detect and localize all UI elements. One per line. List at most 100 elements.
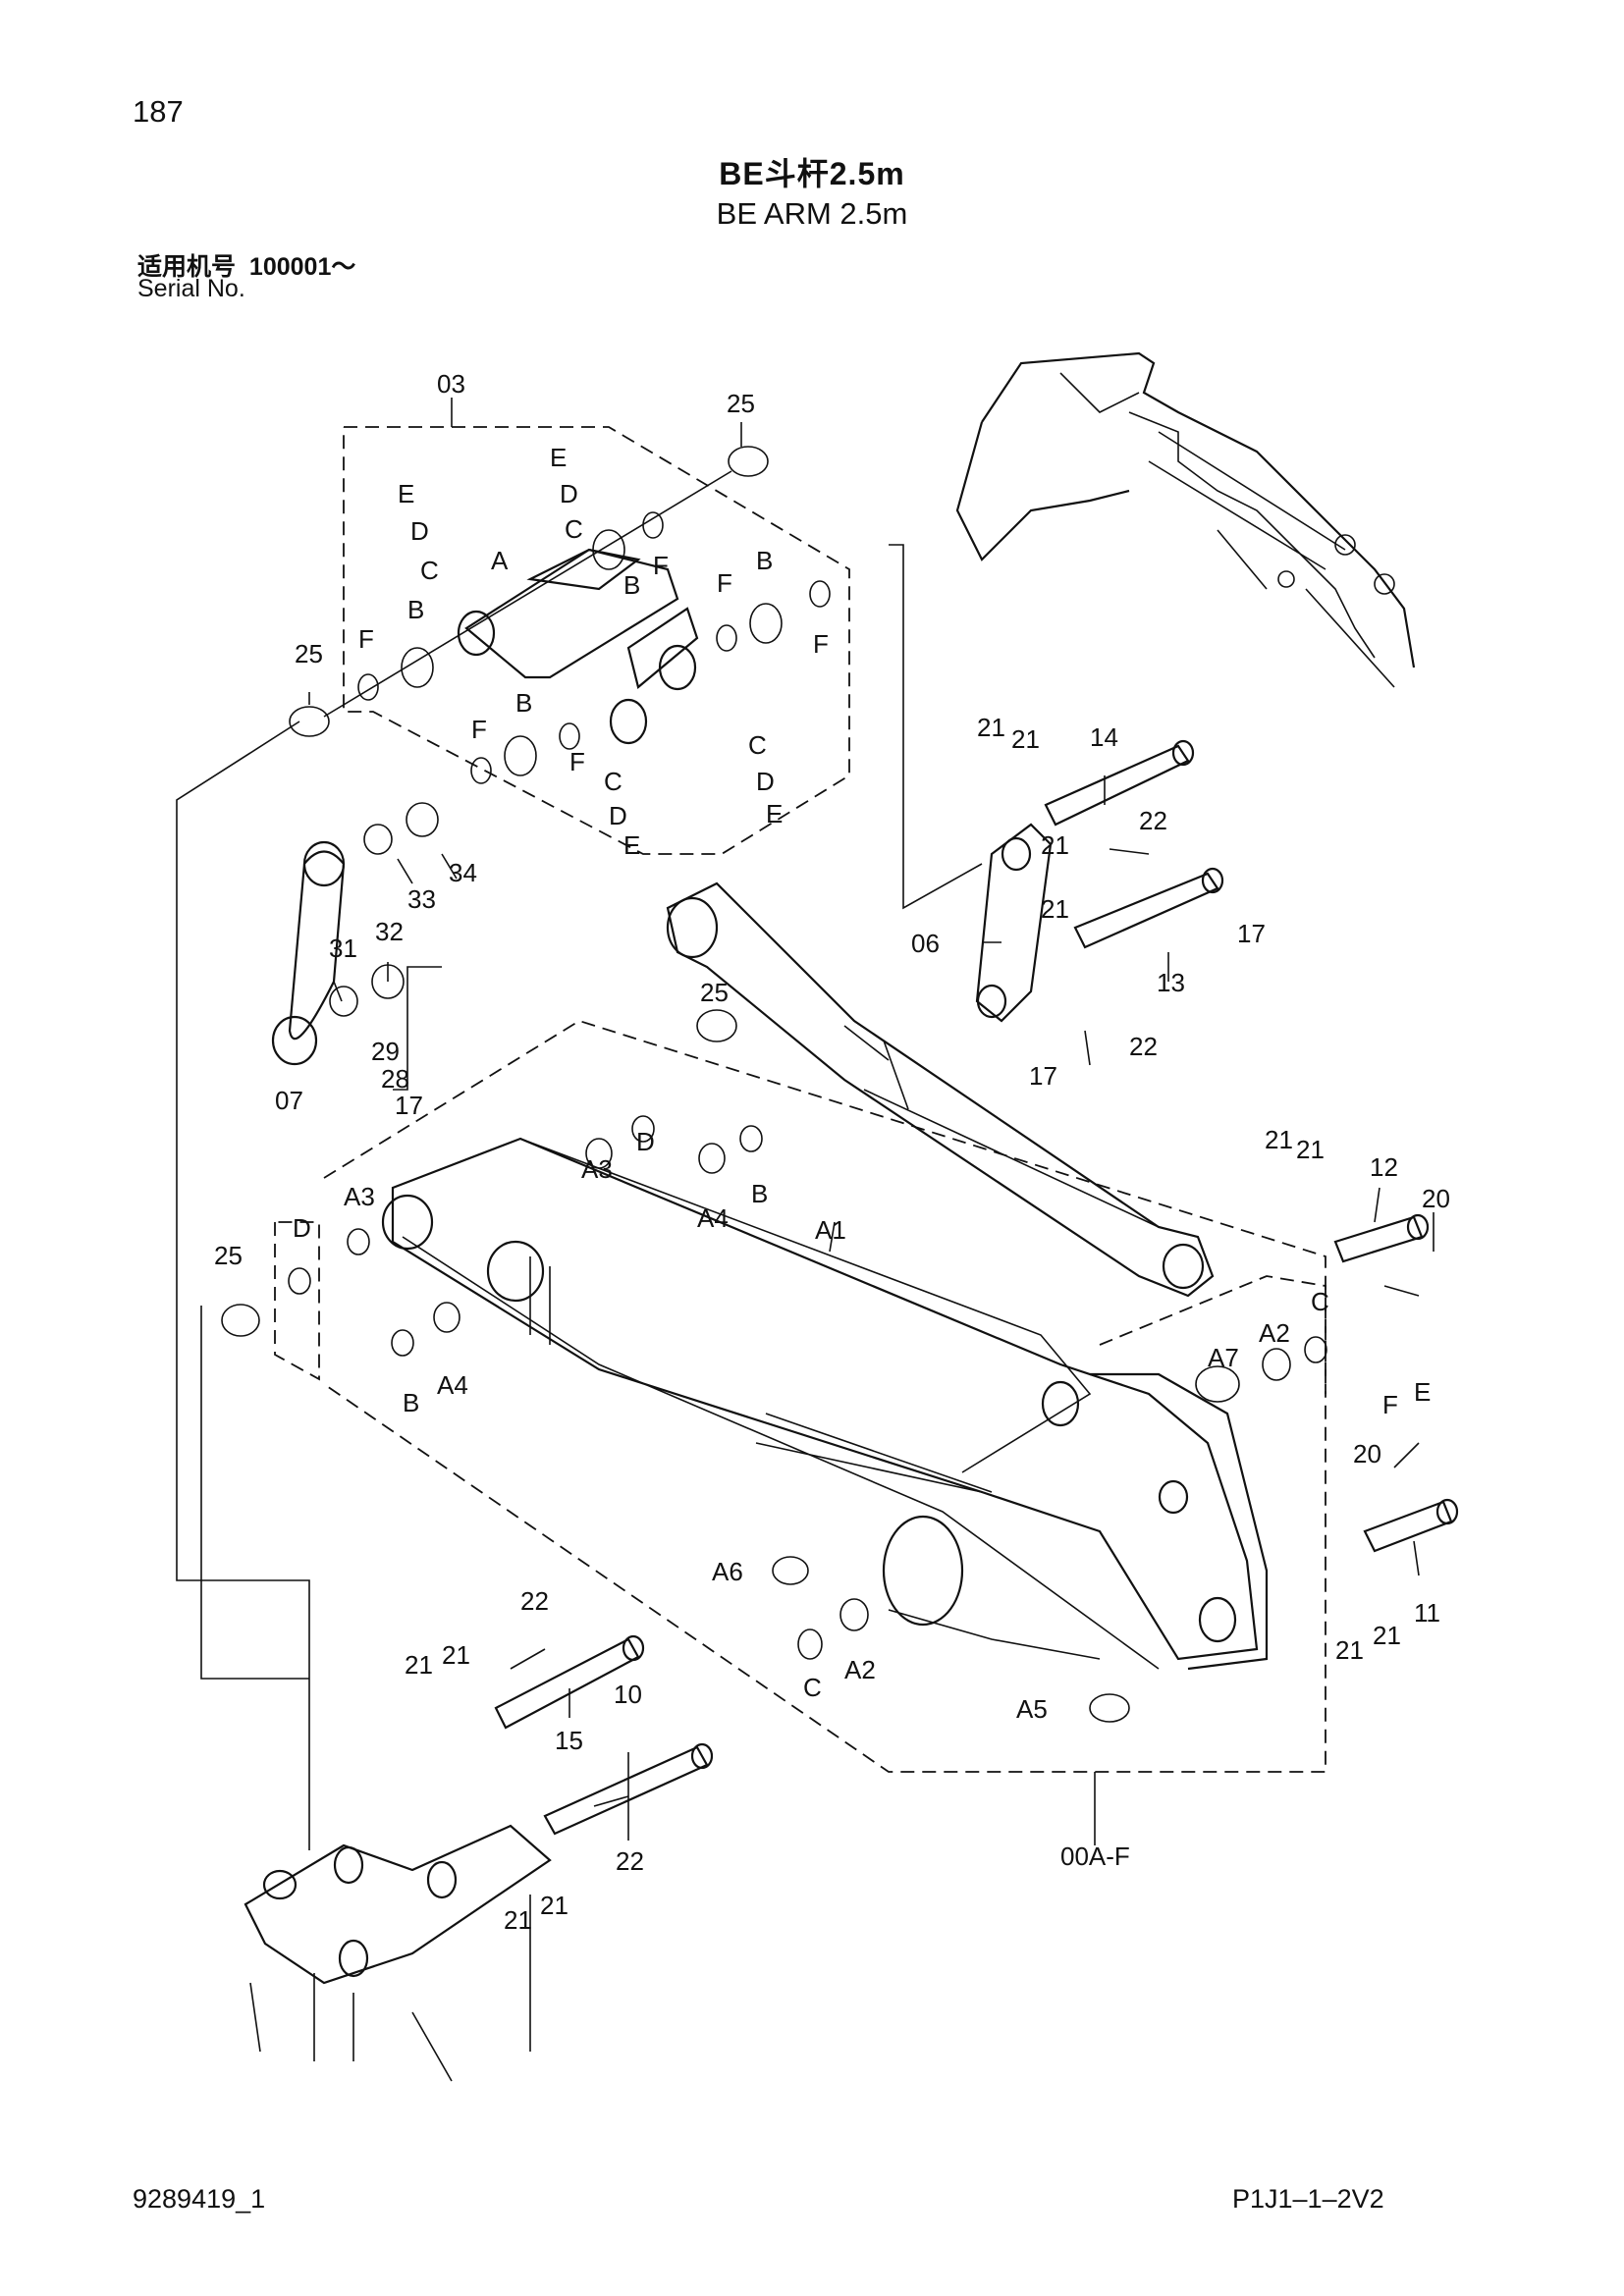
- label-c: C: [1311, 1287, 1329, 1316]
- page-code: P1J1–1–2V2: [1232, 2184, 1384, 2214]
- label-21: 21: [1011, 724, 1040, 754]
- arm-assembly-boundary-00AF: [323, 1020, 1326, 1773]
- label-e: E: [623, 830, 640, 860]
- label-03: 03: [437, 369, 465, 399]
- label-33: 33: [407, 884, 436, 914]
- label-25: 25: [700, 978, 729, 1007]
- arm-pin-box: [274, 1221, 320, 1381]
- label-c: C: [565, 514, 583, 544]
- label-f: F: [471, 715, 487, 744]
- ref-line-lower-left: [200, 1306, 309, 1680]
- label-e: E: [398, 479, 414, 508]
- bucket-cylinder: [666, 881, 1215, 1298]
- label-f: F: [653, 551, 669, 580]
- label-20: 20: [1422, 1184, 1450, 1213]
- label-32: 32: [375, 917, 404, 946]
- label-11: 11: [1414, 1598, 1440, 1628]
- label-22: 22: [1129, 1032, 1158, 1061]
- ref-line-link-07: [393, 966, 442, 1091]
- title-chinese: BE斗杆2.5m: [719, 156, 905, 191]
- link-06: [975, 823, 1053, 1023]
- label-21: 21: [504, 1905, 532, 1935]
- arm-bushings: [221, 1009, 1327, 1723]
- arm-tip-box: [1099, 1275, 1326, 1394]
- label-b: B: [751, 1179, 768, 1208]
- label-d: D: [293, 1213, 311, 1243]
- boom-end-view: [244, 1824, 552, 2082]
- page-number: 187: [133, 94, 184, 129]
- label-a1: A1: [815, 1215, 846, 1245]
- label-28: 28: [381, 1064, 409, 1094]
- label-14: 14: [1090, 722, 1118, 752]
- label-29: 29: [371, 1037, 400, 1066]
- label-22: 22: [520, 1586, 549, 1616]
- label-21: 21: [442, 1640, 470, 1670]
- serial-label-english: Serial No.: [137, 275, 245, 302]
- serial-applicable: 适用机号 100001～: [137, 247, 355, 283]
- link-07: [271, 802, 439, 1066]
- label-06: 06: [911, 929, 940, 958]
- label-f: F: [569, 747, 585, 776]
- serial-value: 100001～: [248, 253, 356, 281]
- label-25: 25: [727, 389, 755, 418]
- label-b: B: [623, 570, 640, 600]
- label-b: B: [403, 1388, 419, 1417]
- label-21: 21: [1335, 1635, 1364, 1665]
- label-10: 10: [614, 1680, 642, 1709]
- label-d: D: [609, 801, 627, 830]
- label-17: 17: [1237, 919, 1266, 948]
- label-e: E: [766, 799, 783, 828]
- label-a4: A4: [697, 1203, 729, 1233]
- label-17: 17: [395, 1091, 423, 1120]
- label-d: D: [636, 1127, 655, 1156]
- label-21: 21: [1041, 894, 1069, 924]
- label-a: A: [491, 546, 509, 575]
- label-12: 12: [1370, 1152, 1398, 1182]
- label-c: C: [420, 556, 439, 585]
- label-b: B: [756, 546, 773, 575]
- link-assembly-boundary-03: [343, 426, 850, 855]
- label-f: F: [1382, 1390, 1398, 1419]
- label-a4: A4: [437, 1370, 468, 1400]
- label-d: D: [410, 516, 429, 546]
- label-f: F: [813, 629, 829, 659]
- label-21: 21: [540, 1891, 568, 1920]
- serial-label-chinese: 适用机号: [137, 253, 237, 281]
- label-22: 22: [616, 1846, 644, 1876]
- label-a2: A2: [1259, 1318, 1290, 1348]
- ref-line-left: [176, 721, 310, 1850]
- ref-line-right: [889, 544, 983, 910]
- label-22: 22: [1139, 806, 1167, 835]
- label-a2: A2: [844, 1655, 876, 1684]
- document-number: 9289419_1: [133, 2184, 266, 2214]
- label-f: F: [717, 568, 732, 598]
- label-a3: A3: [344, 1182, 375, 1211]
- arm-body-a1: [381, 1137, 1269, 1671]
- label-21: 21: [1296, 1135, 1325, 1164]
- label-d: D: [560, 479, 578, 508]
- label-25: 25: [214, 1241, 243, 1270]
- label-d: D: [756, 767, 775, 796]
- label-f: F: [358, 624, 374, 654]
- leader-lines: [308, 398, 1435, 1845]
- label-a6: A6: [712, 1557, 743, 1586]
- label-c: C: [803, 1673, 822, 1702]
- label-b: B: [407, 595, 424, 624]
- label-c: C: [604, 767, 623, 796]
- label-21: 21: [1373, 1621, 1401, 1650]
- label-a7: A7: [1208, 1343, 1239, 1372]
- label-00a-f: 00A-F: [1060, 1842, 1130, 1871]
- label-b: B: [515, 688, 532, 718]
- label-21: 21: [977, 713, 1005, 742]
- label-e: E: [1414, 1377, 1431, 1407]
- h-link-03: [289, 446, 831, 784]
- pins: [494, 739, 1459, 1836]
- label-21: 21: [1265, 1125, 1293, 1154]
- label-21: 21: [1041, 830, 1069, 860]
- label-a5: A5: [1016, 1694, 1048, 1724]
- label-17: 17: [1029, 1061, 1057, 1091]
- label-15: 15: [555, 1726, 583, 1755]
- label-21: 21: [405, 1650, 433, 1680]
- label-25: 25: [295, 639, 323, 668]
